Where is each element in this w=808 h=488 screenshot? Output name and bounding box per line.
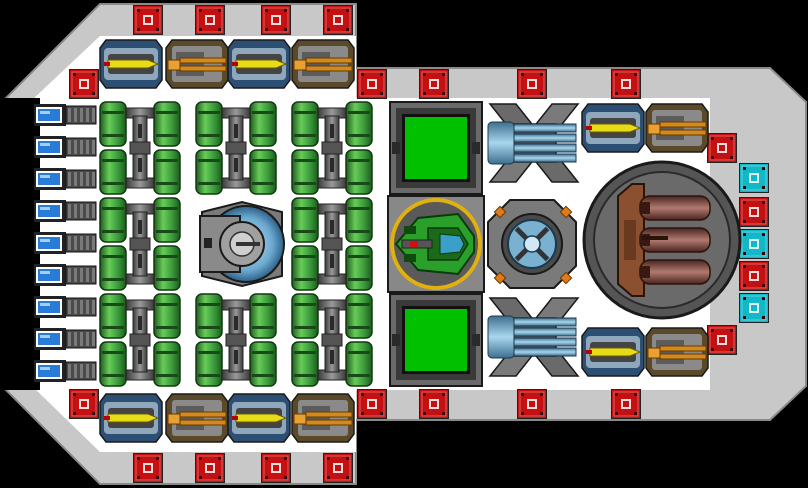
fuel-tank[interactable] <box>99 197 181 291</box>
sensor-screen[interactable] <box>389 293 483 387</box>
thruster[interactable] <box>34 104 97 126</box>
armor-block[interactable] <box>323 453 353 483</box>
thruster[interactable] <box>34 232 97 254</box>
armor-block[interactable] <box>323 5 353 35</box>
armor-block[interactable] <box>739 229 769 259</box>
reactor-core[interactable] <box>582 160 742 320</box>
cannon-turret[interactable] <box>291 39 355 89</box>
thruster[interactable] <box>34 328 97 350</box>
thruster[interactable] <box>34 296 97 318</box>
thruster[interactable] <box>34 168 97 190</box>
railgun-battery[interactable] <box>487 103 580 183</box>
armor-block[interactable] <box>357 69 387 99</box>
armor-block[interactable] <box>69 69 99 99</box>
bridge[interactable] <box>387 195 485 293</box>
armor-block[interactable] <box>517 389 547 419</box>
armor-block[interactable] <box>133 453 163 483</box>
sensor-screen[interactable] <box>389 101 483 195</box>
cannon-turret[interactable] <box>645 103 709 153</box>
engine-bay <box>0 98 40 390</box>
laser-turret[interactable] <box>99 39 163 89</box>
thruster[interactable] <box>34 200 97 222</box>
fuel-tank[interactable] <box>291 293 373 387</box>
armor-block[interactable] <box>611 69 641 99</box>
thruster[interactable] <box>34 136 97 158</box>
fuel-tank[interactable] <box>195 293 277 387</box>
fuel-tank[interactable] <box>291 101 373 195</box>
shield-generator[interactable] <box>196 198 288 290</box>
railgun-battery[interactable] <box>487 297 580 377</box>
laser-turret[interactable] <box>227 393 291 443</box>
thruster[interactable] <box>34 360 97 382</box>
armor-block[interactable] <box>739 261 769 291</box>
armor-block[interactable] <box>517 69 547 99</box>
laser-turret[interactable] <box>99 393 163 443</box>
laser-turret[interactable] <box>581 327 645 377</box>
armor-block[interactable] <box>707 133 737 163</box>
armor-block[interactable] <box>133 5 163 35</box>
armor-block[interactable] <box>261 453 291 483</box>
fuel-tank[interactable] <box>99 293 181 387</box>
fuel-tank[interactable] <box>291 197 373 291</box>
armor-block[interactable] <box>69 389 99 419</box>
cannon-turret[interactable] <box>165 39 229 89</box>
cannon-turret[interactable] <box>165 393 229 443</box>
armor-block[interactable] <box>707 325 737 355</box>
cannon-turret[interactable] <box>291 393 355 443</box>
armor-block[interactable] <box>195 5 225 35</box>
engine-core[interactable] <box>486 196 578 292</box>
armor-block[interactable] <box>419 389 449 419</box>
armor-block[interactable] <box>357 389 387 419</box>
armor-block[interactable] <box>739 163 769 193</box>
laser-turret[interactable] <box>227 39 291 89</box>
cannon-turret[interactable] <box>645 327 709 377</box>
laser-turret[interactable] <box>581 103 645 153</box>
armor-block[interactable] <box>739 197 769 227</box>
armor-block[interactable] <box>195 453 225 483</box>
thruster[interactable] <box>34 264 97 286</box>
fuel-tank[interactable] <box>195 101 277 195</box>
armor-block[interactable] <box>739 293 769 323</box>
armor-block[interactable] <box>419 69 449 99</box>
fuel-tank[interactable] <box>99 101 181 195</box>
armor-block[interactable] <box>261 5 291 35</box>
armor-block[interactable] <box>611 389 641 419</box>
